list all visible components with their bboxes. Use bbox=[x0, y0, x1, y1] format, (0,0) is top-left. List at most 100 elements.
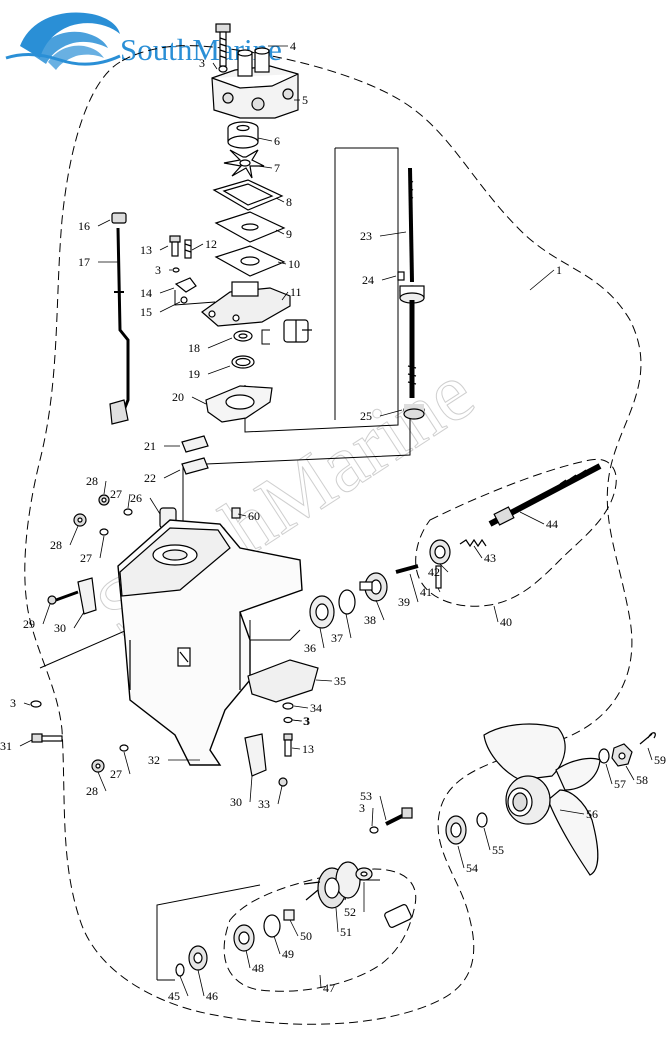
callout-leader-line bbox=[275, 197, 285, 203]
clip-30-bottom bbox=[244, 733, 267, 777]
bushing-insert bbox=[283, 319, 312, 343]
callout-number: 40 bbox=[500, 615, 512, 629]
callout-leader-line bbox=[457, 845, 465, 869]
outline-propshaft-group bbox=[415, 458, 617, 607]
callout-leader-line bbox=[409, 573, 419, 603]
callout-leader-line bbox=[277, 261, 287, 265]
callout-number: 21 bbox=[144, 439, 156, 453]
callout-number: 23 bbox=[360, 229, 372, 243]
callout-number: 34 bbox=[310, 701, 322, 715]
callout-leader-line bbox=[69, 525, 79, 546]
callout-leader-line bbox=[237, 513, 247, 517]
callout-number: 25 bbox=[360, 409, 372, 423]
shift-rod bbox=[109, 212, 130, 425]
callout-leader-line bbox=[159, 287, 175, 294]
callout-number: 3 bbox=[199, 56, 205, 70]
callout-number: 12 bbox=[205, 237, 217, 251]
callout-number: 32 bbox=[148, 753, 160, 767]
bolt-12 bbox=[184, 239, 192, 259]
callout-leader-line bbox=[207, 337, 233, 349]
screw-28-a bbox=[98, 494, 110, 506]
callout-number: 35 bbox=[334, 674, 346, 688]
washer-27-a bbox=[123, 508, 133, 516]
nut-58 bbox=[611, 743, 633, 767]
callout-leader-line bbox=[191, 243, 204, 251]
callout-leader-line bbox=[149, 497, 161, 515]
callout-leader-line bbox=[319, 627, 325, 649]
callout-number: 42 bbox=[428, 565, 440, 579]
gasket-8 bbox=[212, 179, 284, 211]
thrust-hub-54 bbox=[445, 815, 467, 845]
callout-leader-line bbox=[275, 229, 285, 235]
callout-leader-line bbox=[291, 747, 301, 750]
callout-leader-line bbox=[605, 763, 613, 785]
callout-leader-line bbox=[375, 599, 385, 621]
callout-leader-line bbox=[625, 765, 635, 781]
callout-leader-line bbox=[379, 409, 403, 417]
callout-number: 43 bbox=[484, 551, 496, 565]
impeller bbox=[223, 149, 265, 179]
callout-leader-line bbox=[519, 511, 545, 525]
clutch-42 bbox=[429, 539, 451, 565]
callout-leader-line bbox=[371, 807, 374, 827]
driveshaft bbox=[399, 167, 425, 398]
callout-number: 28 bbox=[50, 538, 62, 552]
callout-leader-line bbox=[159, 301, 181, 313]
callout-leader-line bbox=[473, 545, 483, 559]
callout-leader-line bbox=[97, 771, 107, 792]
callout-number: 26 bbox=[130, 491, 142, 505]
callout-leader-line bbox=[73, 611, 85, 629]
callout-number: 53 bbox=[360, 789, 372, 803]
callout-leader-line bbox=[379, 231, 407, 237]
callout-leader-line bbox=[159, 245, 169, 251]
parts bbox=[30, 23, 656, 977]
pinion-25 bbox=[403, 404, 425, 420]
callout-number: 27 bbox=[110, 487, 122, 501]
callout-number: 27 bbox=[80, 551, 92, 565]
callout-number: 44 bbox=[546, 517, 558, 531]
callout-number: 58 bbox=[636, 773, 648, 787]
callout-number: 38 bbox=[364, 613, 376, 627]
bearing-carrier bbox=[303, 861, 361, 909]
callout-number: 60 bbox=[248, 509, 260, 523]
callout-number: 33 bbox=[258, 797, 270, 811]
o-ring-49 bbox=[263, 914, 281, 938]
callout-number: 9 bbox=[286, 227, 292, 241]
clamp-plate-14 bbox=[174, 277, 197, 293]
callout-leader-line bbox=[191, 396, 207, 405]
shim-45 bbox=[175, 963, 185, 977]
wave-logo-icon bbox=[5, 12, 121, 70]
washer-55 bbox=[476, 812, 488, 828]
propeller bbox=[483, 723, 601, 876]
callout-leader-line bbox=[123, 751, 131, 775]
callout-number: 7 bbox=[274, 161, 280, 175]
seal-52 bbox=[355, 867, 373, 881]
callout-leader-line bbox=[257, 165, 273, 169]
callout-number: 5 bbox=[302, 93, 308, 107]
o-ring-19 bbox=[231, 355, 255, 369]
pump-housing bbox=[211, 47, 299, 119]
plug-60 bbox=[231, 507, 241, 519]
washer-3-gear bbox=[369, 826, 379, 834]
callout-leader-line bbox=[493, 605, 499, 623]
callout-number: 8 bbox=[286, 195, 292, 209]
callout-leader-line bbox=[529, 269, 555, 291]
clip-30-top bbox=[77, 577, 97, 615]
nut-33 bbox=[278, 777, 288, 787]
callout-leader-line bbox=[483, 827, 491, 851]
callout-number: 3 bbox=[303, 714, 309, 728]
callout-number: 3 bbox=[10, 696, 16, 710]
callout-number: 30 bbox=[54, 621, 66, 635]
callout-leader-line bbox=[163, 469, 181, 479]
bolt-29 bbox=[47, 590, 79, 605]
callout-number: 10 bbox=[288, 257, 300, 271]
callout-leader-line bbox=[19, 739, 33, 747]
callout-number: 31 bbox=[0, 739, 12, 753]
callout-number: 50 bbox=[300, 929, 312, 943]
seal-18 bbox=[233, 330, 253, 342]
gasket-20 bbox=[205, 385, 273, 423]
callout-number: 37 bbox=[331, 631, 343, 645]
callout-number: 46 bbox=[206, 989, 218, 1003]
callout-labels: 1333333456789101112131314151617181920212… bbox=[0, 39, 666, 1003]
